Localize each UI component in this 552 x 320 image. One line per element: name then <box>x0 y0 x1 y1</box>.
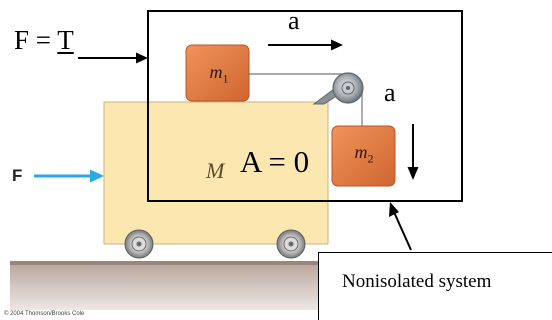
ground-top-edge <box>10 261 355 265</box>
tension-arrow <box>78 52 148 64</box>
ground <box>10 262 355 310</box>
accel-arrow-right <box>268 39 343 51</box>
mass1-label: m1 <box>209 62 229 86</box>
caption-pointer-arrow <box>389 202 412 251</box>
accel-arrow-down <box>407 124 419 180</box>
pulley <box>332 72 364 104</box>
block-m2 <box>331 125 396 187</box>
block-m1 <box>185 44 250 102</box>
force-equals-tension-label: F = T <box>14 25 74 55</box>
wheel-left <box>124 229 154 259</box>
cart-mass-label: M <box>206 158 225 183</box>
applied-force-label: F <box>12 166 23 185</box>
system-caption: Nonisolated system <box>342 271 492 292</box>
caption-box <box>318 252 552 320</box>
accel-label-top: a <box>288 6 300 35</box>
system-boundary <box>147 10 463 202</box>
copyright-note: © 2004 Thomson/Brooks Cole <box>4 311 85 317</box>
accel-label-side: a <box>384 78 396 107</box>
cart-body <box>103 101 329 245</box>
cart-accel-label: A = 0 <box>240 144 310 179</box>
mass2-label: m2 <box>354 142 374 166</box>
applied-force-arrow <box>34 169 104 183</box>
wheel-right <box>276 229 306 259</box>
